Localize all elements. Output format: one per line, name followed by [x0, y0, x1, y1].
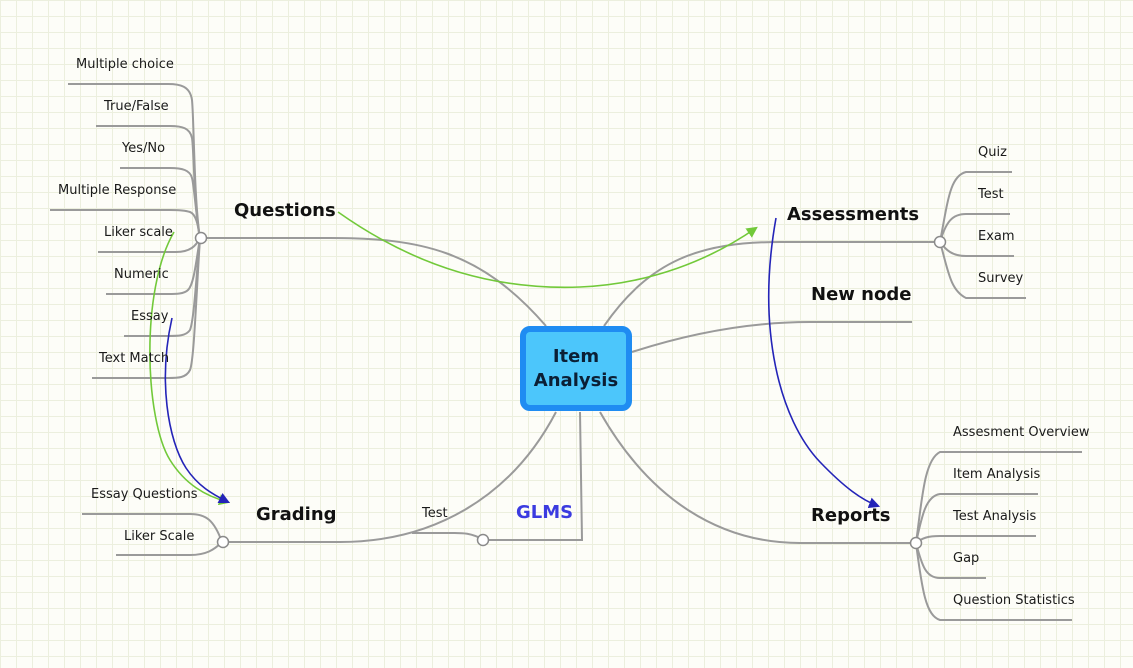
leaf-essay-questions[interactable]: Essay Questions	[91, 487, 198, 502]
branch-new-node[interactable]: New node	[811, 284, 912, 305]
connector-r-item-analysis	[915, 493, 1038, 544]
connector-center-glms	[484, 411, 584, 541]
leaf-question-statistics[interactable]: Question Statistics	[953, 593, 1075, 608]
leaf-glms-test[interactable]: Test	[422, 506, 448, 521]
relation-assessments-to-reports-blue	[768, 217, 881, 509]
leaf-multiple-response[interactable]: Multiple Response	[58, 183, 177, 198]
leaf-grading-liker-scale[interactable]: Liker Scale	[124, 529, 195, 544]
connector-r-test-analysis	[915, 535, 1036, 544]
branch-questions[interactable]: Questions	[234, 200, 336, 221]
leaf-numeric[interactable]: Numeric	[114, 267, 169, 282]
connector-center-grading	[224, 411, 557, 543]
connector-q-liker-scale	[98, 237, 201, 253]
leaf-item-analysis[interactable]: Item Analysis	[953, 467, 1041, 482]
reports-collapse-toggle[interactable]	[909, 536, 923, 550]
connector-center-newnode	[631, 321, 912, 353]
glms-collapse-toggle[interactable]	[476, 533, 490, 547]
leaf-multiple-choice[interactable]: Multiple choice	[76, 57, 174, 72]
relation-essay-to-grading-blue	[164, 317, 231, 504]
connector-r-overview	[915, 451, 1082, 544]
leaf-gap[interactable]: Gap	[953, 551, 980, 566]
leaf-yes-no[interactable]: Yes/No	[122, 141, 166, 156]
leaf-quiz[interactable]: Quiz	[978, 145, 1007, 160]
grading-collapse-toggle[interactable]	[216, 535, 230, 549]
connector-glms-test	[412, 531, 485, 541]
central-topic-label: Item Analysis	[533, 345, 619, 391]
assessments-collapse-toggle[interactable]	[933, 235, 947, 249]
leaf-survey[interactable]: Survey	[978, 271, 1024, 286]
questions-collapse-toggle[interactable]	[194, 231, 208, 245]
connector-a-exam	[939, 241, 1014, 257]
central-topic[interactable]: Item Analysis	[520, 326, 632, 411]
leaf-text-match[interactable]: Text Match	[99, 351, 170, 366]
leaf-test[interactable]: Test	[978, 187, 1004, 202]
leaf-essay[interactable]: Essay	[131, 309, 169, 324]
leaf-exam[interactable]: Exam	[978, 229, 1015, 244]
connector-q-yes-no	[120, 167, 201, 239]
connector-q-numeric	[106, 237, 201, 295]
connector-center-reports	[599, 411, 914, 544]
connector-g-essay-questions	[82, 513, 223, 543]
branch-assessments[interactable]: Assessments	[787, 204, 920, 225]
connector-center-questions	[202, 237, 547, 327]
connector-a-quiz	[939, 171, 1012, 243]
relation-liker-to-grading-green	[149, 231, 231, 506]
branch-reports[interactable]: Reports	[811, 505, 891, 526]
connector-r-statistics	[915, 542, 1072, 621]
leaf-true-false[interactable]: True/False	[104, 99, 169, 114]
leaf-assesment-overview[interactable]: Assesment Overview	[953, 425, 1090, 440]
leaf-liker-scale[interactable]: Liker scale	[104, 225, 173, 240]
connector-q-text-match	[92, 237, 201, 379]
connector-center-assessments	[603, 241, 938, 327]
connector-q-multiple-response	[50, 209, 201, 239]
leaf-test-analysis[interactable]: Test Analysis	[953, 509, 1037, 524]
branch-grading[interactable]: Grading	[256, 504, 337, 525]
relation-questions-to-assessments	[337, 211, 758, 289]
branch-glms[interactable]: GLMS	[516, 502, 574, 523]
connector-a-survey	[939, 241, 1026, 299]
